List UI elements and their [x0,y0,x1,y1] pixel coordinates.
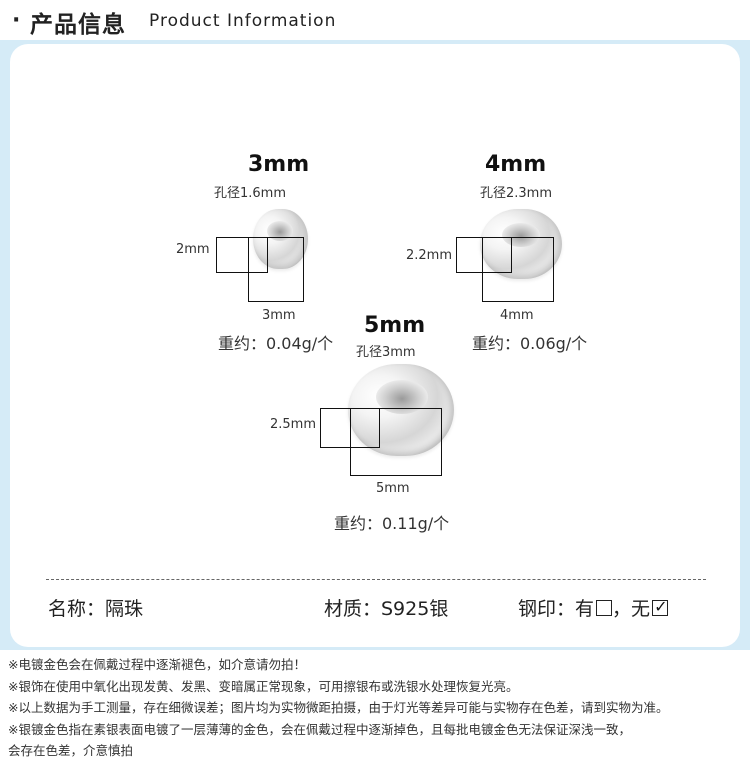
item-5mm-weight: 重约：0.11g/个 [334,514,450,533]
item-4mm-height-label: 2.2mm [406,248,453,263]
spec-stamp-label: 钢印： [518,598,576,620]
note-line: 会存在色差，介意慎拍 [8,743,134,758]
item-5mm-height-label: 2.5mm [270,417,317,432]
header-title-cn: 产品信息 [30,12,126,38]
spec-stamp-no: 无 [631,598,651,620]
item-3mm-width-box [248,237,304,302]
stamp-no-checkbox [652,597,669,616]
note-line: ※以上数据为手工测量，存在细微误差；图片均为实物微距拍摄，由于灯光等差异可能与实… [8,700,669,715]
item-3mm-bead-image [253,209,308,269]
header-title-en: Product Information [149,11,337,31]
item-4mm-title: 4mm [485,152,547,177]
item-4mm-width-box [482,237,554,302]
dashed-divider [46,579,706,580]
item-3mm-height-label: 2mm [176,242,210,257]
spec-stamp: 钢印：有 ，无 [518,594,669,621]
spec-material: 材质：S925银 [324,598,449,620]
item-3mm-title: 3mm [248,152,310,177]
item-3mm-height-box [216,237,268,273]
notes: ※电镀金色会在佩戴过程中逐渐褪色，如介意请勿拍！ ※银饰在使用中氧化出现发黄、发… [8,654,748,762]
item-5mm-hole: 孔径3mm [356,345,416,360]
item-4mm-hole: 孔径2.3mm [480,186,553,201]
note-line: ※银饰在使用中氧化出现发黄、发黑、变暗属正常现象，可用擦银布或洗银水处理恢复光亮… [8,678,519,694]
item-4mm-width-label: 4mm [500,308,534,323]
item-5mm-title: 5mm [364,313,426,338]
spec-stamp-yes: 有 [575,598,595,620]
spec-name: 名称：隔珠 [48,598,144,620]
spec-stamp-sep: ， [612,598,632,620]
item-5mm-width-box [350,408,442,476]
item-4mm-bead-image [480,209,562,279]
item-4mm-weight: 重约：0.06g/个 [472,334,588,353]
header-bullet: · [12,8,21,33]
item-5mm-width-label: 5mm [376,481,410,496]
note-line: ※电镀金色会在佩戴过程中逐渐褪色，如介意请勿拍！ [8,657,306,672]
stamp-yes-checkbox [596,600,613,616]
item-3mm-hole: 孔径1.6mm [214,186,287,201]
note-line: ※银镀金色指在素银表面电镀了一层薄薄的金色，会在佩戴过程中逐渐掉色，且每批电镀金… [8,721,631,737]
info-card: 3mm 孔径1.6mm 2mm 3mm 重约：0.04g/个 4mm 孔径2.3… [10,44,740,647]
item-3mm-weight: 重约：0.04g/个 [218,334,334,353]
info-panel: 3mm 孔径1.6mm 2mm 3mm 重约：0.04g/个 4mm 孔径2.3… [0,40,750,650]
item-3mm-width-label: 3mm [262,308,296,323]
section-header: · 产品信息 Product Information [0,0,750,40]
